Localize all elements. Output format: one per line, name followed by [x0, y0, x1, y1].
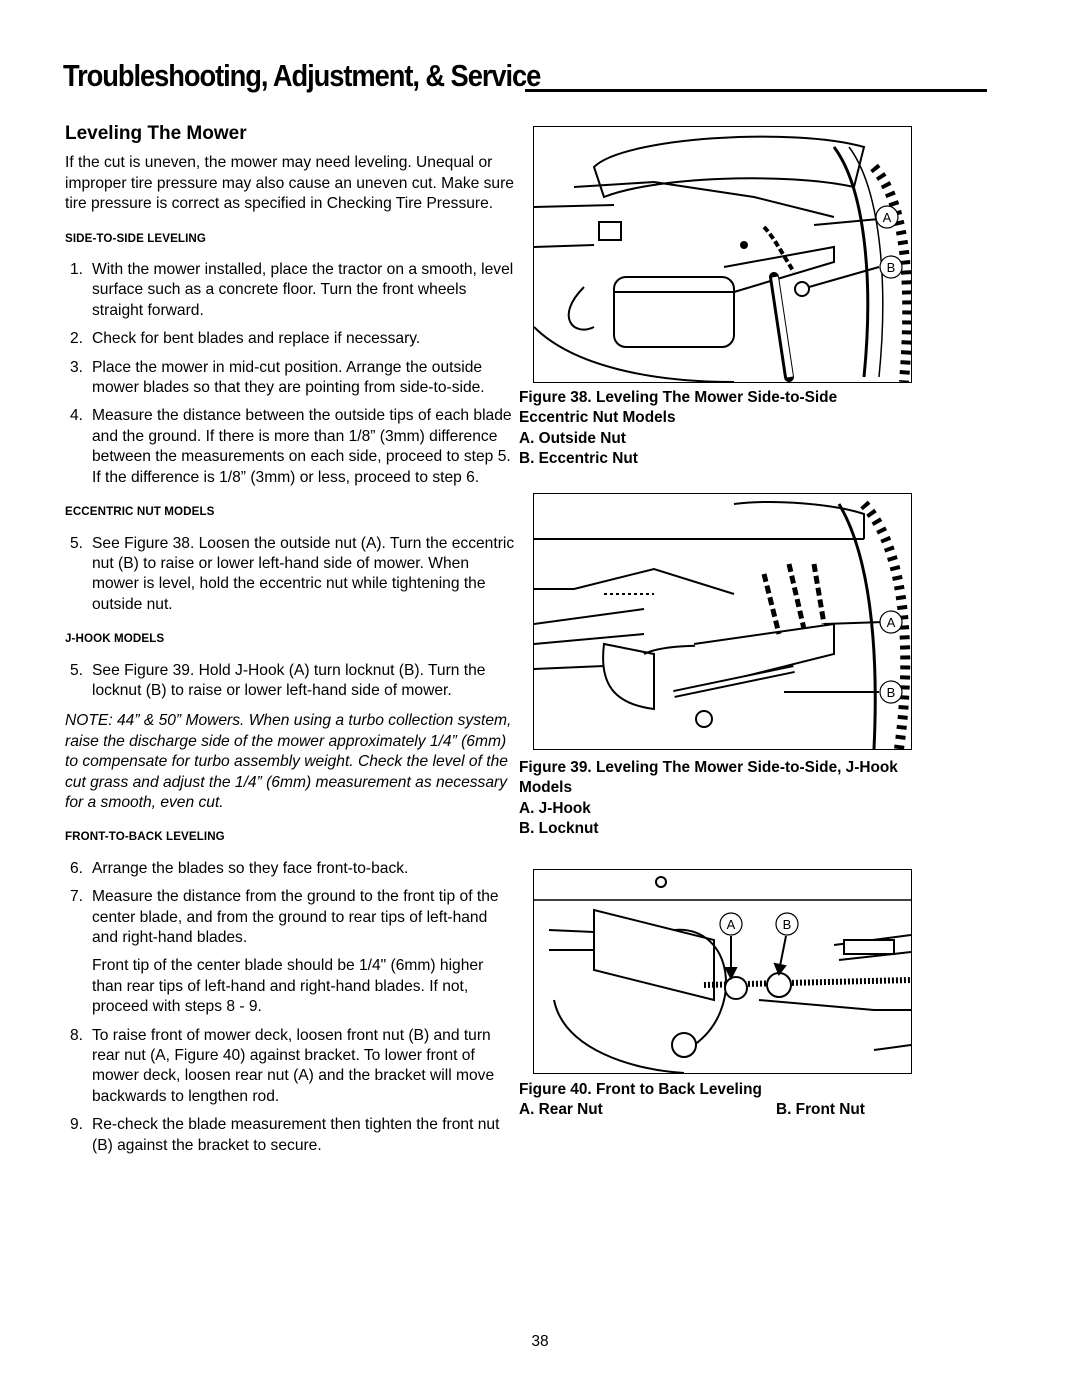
step-item: 7. Measure the distance from the ground t…	[65, 887, 515, 948]
caption-line: Figure 39. Leveling The Mower Side-to-Si…	[519, 759, 898, 776]
header-title: Troubleshooting, Adjustment, & Service	[63, 58, 541, 93]
page-header: Troubleshooting, Adjustment, & Service	[63, 58, 987, 94]
caption-line: Figure 38. Leveling The Mower Side-to-Si…	[519, 389, 838, 406]
step-text: Arrange the blades so they face front-to…	[92, 859, 409, 877]
caption-items-row: A. Rear Nut B. Front Nut	[519, 1100, 899, 1120]
figure-39-callouts: A B	[879, 610, 903, 704]
step-number: 1.	[70, 261, 84, 279]
step-item: 5. See Figure 39. Hold J-Hook (A) turn lo…	[65, 661, 515, 702]
front-back-drawing: A B	[534, 876, 911, 1073]
caption-item-a: A. Outside Nut	[519, 429, 626, 447]
callout-a: A	[887, 615, 896, 630]
front-tip-paragraph: Front tip of the center blade should be …	[92, 957, 484, 1016]
intro-paragraph: If the cut is uneven, the mower may need…	[65, 154, 514, 213]
caption-line: Models	[519, 779, 573, 797]
caption-item-a: A. Rear Nut	[519, 1101, 603, 1119]
front-to-back-steps-2: 8. To raise front of mower deck, loosen f…	[65, 1026, 515, 1156]
step-text: Measure the distance between the outside…	[92, 407, 512, 486]
callout-b: B	[887, 685, 896, 700]
step-number: 5.	[70, 534, 84, 552]
figure-39-caption: Figure 39. Leveling The Mower Side-to-Si…	[519, 758, 898, 839]
figure-40-callouts: A B	[719, 912, 799, 936]
side-to-side-steps: 1. With the mower installed, place the tr…	[65, 260, 515, 488]
step-text: With the mower installed, place the trac…	[92, 261, 514, 319]
eccentric-steps: 5. See Figure 38. Loosen the outside nut …	[65, 534, 515, 616]
step-text: To raise front of mower deck, loosen fro…	[92, 1026, 495, 1105]
callout-b: B	[887, 260, 896, 275]
caption-item-b: B. Locknut	[519, 819, 599, 837]
step-number: 6.	[70, 859, 84, 877]
step-item: 6. Arrange the blades so they face front-…	[65, 859, 515, 879]
j-hook-drawing: A B	[534, 500, 911, 749]
step-item: 3. Place the mower in mid-cut position. A…	[65, 358, 515, 399]
step-number: 5.	[70, 661, 84, 679]
step-number: 4.	[70, 407, 84, 425]
step-item: 9. Re-check the blade measurement then ti…	[65, 1115, 515, 1156]
step-number: 3.	[70, 358, 84, 376]
step-number: 7.	[70, 888, 84, 906]
figure-38-illustration: A B	[533, 126, 912, 383]
figure-40-caption: Figure 40. Front to Back Leveling A. Rea…	[519, 1080, 899, 1121]
figure-39-illustration: A B	[533, 493, 912, 750]
jhook-heading: J-HOOK MODELS	[65, 632, 165, 646]
eccentric-nut-drawing: A B	[534, 135, 911, 382]
step-text: Measure the distance from the ground to …	[92, 888, 499, 946]
side-to-side-heading: SIDE-TO-SIDE LEVELING	[65, 231, 207, 245]
step-item: 2. Check for bent blades and replace if n…	[65, 329, 515, 349]
left-column: Leveling The Mower If the cut is uneven,…	[65, 123, 515, 1164]
eccentric-heading: ECCENTRIC NUT MODELS	[65, 505, 215, 519]
caption-item-a: A. J-Hook	[519, 799, 591, 817]
step-item: 1. With the mower installed, place the tr…	[65, 260, 515, 321]
step-text: Re-check the blade measurement then tigh…	[92, 1116, 500, 1154]
callout-b: B	[783, 917, 792, 932]
figure-38-caption: Figure 38. Leveling The Mower Side-to-Si…	[519, 388, 837, 469]
step-item: 8. To raise front of mower deck, loosen f…	[65, 1026, 515, 1108]
step-item: 4. Measure the distance between the outsi…	[65, 406, 515, 488]
callout-a: A	[727, 917, 736, 932]
step-item: 5. See Figure 38. Loosen the outside nut …	[65, 534, 515, 616]
page-number: 38	[531, 1333, 549, 1350]
figure-40-illustration: A B	[533, 869, 912, 1074]
figure-38-callouts: A B	[875, 205, 903, 279]
figure-40-arrows	[724, 935, 787, 981]
step-text: See Figure 39. Hold J-Hook (A) turn lock…	[92, 661, 486, 699]
callout-a: A	[883, 210, 892, 225]
turbo-note: NOTE: 44” & 50” Mowers. When using a tur…	[65, 712, 512, 811]
step-text: See Figure 38. Loosen the outside nut (A…	[92, 534, 515, 613]
step-number: 8.	[70, 1026, 84, 1044]
caption-line: Eccentric Nut Models	[519, 409, 676, 427]
caption-item-b: B. Eccentric Nut	[519, 449, 638, 467]
header-rule	[525, 89, 987, 92]
caption-item-b: B. Front Nut	[776, 1101, 865, 1119]
caption-line: Figure 40. Front to Back Leveling	[519, 1081, 762, 1098]
jhook-steps: 5. See Figure 39. Hold J-Hook (A) turn lo…	[65, 661, 515, 702]
step-text: Check for bent blades and replace if nec…	[92, 330, 421, 348]
step-number: 2.	[70, 330, 84, 348]
step-text: Place the mower in mid-cut position. Arr…	[92, 358, 485, 397]
front-to-back-heading: FRONT-TO-BACK LEVELING	[65, 830, 225, 844]
front-to-back-steps: 6. Arrange the blades so they face front-…	[65, 859, 515, 949]
step-number: 9.	[70, 1116, 84, 1134]
section-title: Leveling The Mower	[65, 123, 247, 144]
